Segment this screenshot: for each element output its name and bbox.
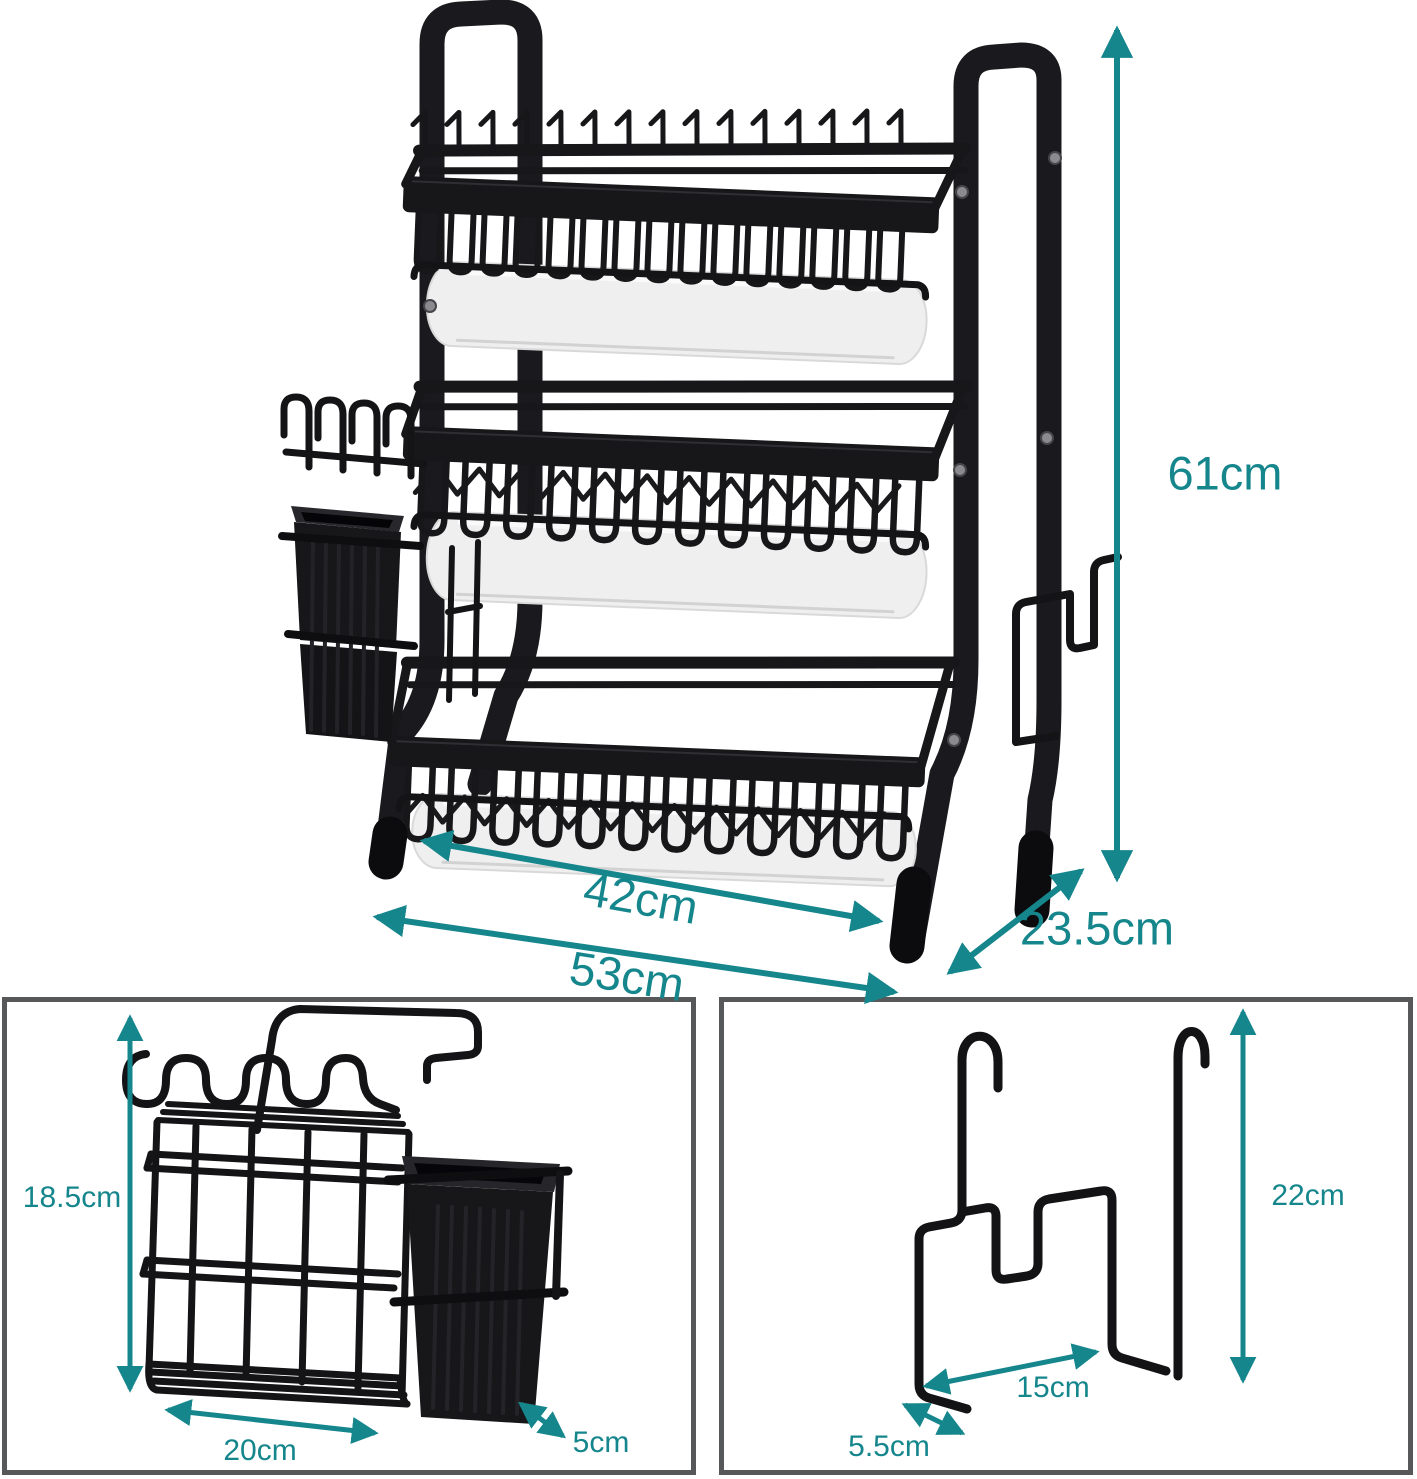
cutlery-width-arrow (164, 1399, 379, 1444)
rack-cutlery-cups (278, 506, 424, 742)
dimension-arrows (116, 25, 1257, 1444)
cup-hook-drawing (914, 1027, 1210, 1414)
hook-width-label: 15cm (1016, 1371, 1090, 1404)
depth-23-arrow (946, 868, 1085, 975)
cutlery-height-label: 18.5cm (22, 1181, 122, 1214)
rack-side-cup-hook (1012, 553, 1122, 746)
cutlery-depth-arrow (517, 1401, 567, 1439)
dish-rack-drawing (278, 0, 1122, 964)
tier-top (401, 91, 972, 366)
hook-height-label: 22cm (1271, 1179, 1345, 1212)
hook-width-arrow (922, 1343, 1100, 1395)
cutlery-depth-label: 5cm (572, 1426, 630, 1459)
depth-dimension-label: 23.5cm (1019, 901, 1175, 955)
cutlery-holder-drawing (122, 1005, 573, 1424)
rack-handles (419, 0, 1062, 179)
tier-middle (401, 380, 973, 620)
hook-depth-label: 5.5cm (848, 1430, 930, 1463)
hook-depth-arrow (901, 1402, 966, 1436)
cup-hook-panel (719, 997, 1413, 1475)
outer-width-53-arrow (372, 904, 899, 1005)
rack-posts (375, 69, 1062, 955)
side-hooks (280, 393, 483, 703)
height-dimension-label: 61cm (1167, 446, 1283, 500)
screws (423, 151, 1062, 747)
cutlery-width-label: 20cm (223, 1434, 297, 1467)
